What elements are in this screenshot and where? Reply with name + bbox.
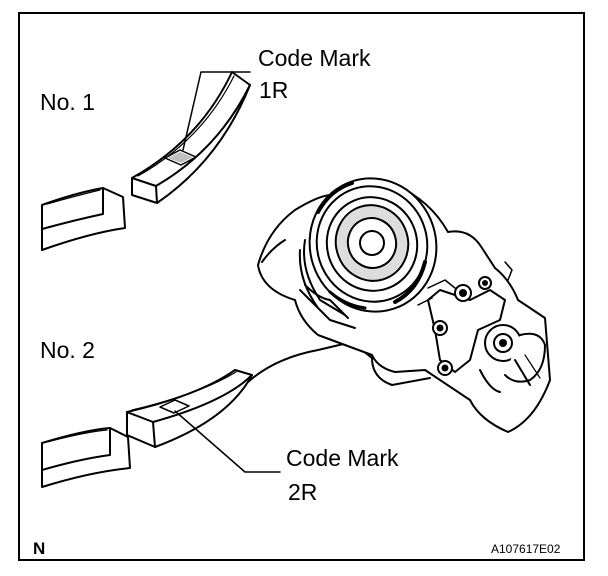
corner-letter: N	[33, 539, 46, 558]
piston-assembly-illustration	[247, 177, 551, 433]
piston-ring-2-illustration	[41, 369, 253, 488]
part-label-no2: No. 2	[40, 337, 95, 363]
piston-ring-1-illustration	[41, 71, 251, 251]
code-mark-2-value: 2R	[288, 479, 318, 505]
figure-code: A107617E02	[491, 542, 561, 556]
part-label-no1: No. 1	[40, 89, 95, 115]
code-mark-2-leader	[174, 410, 281, 473]
code-mark-1-leader	[182, 71, 251, 151]
code-mark-1-diamond-icon	[164, 149, 197, 166]
code-mark-2-diamond-icon	[159, 399, 190, 414]
code-mark-2-label: Code Mark	[286, 445, 399, 471]
code-mark-1-label: Code Mark	[258, 45, 371, 71]
code-mark-1-value: 1R	[259, 77, 289, 103]
